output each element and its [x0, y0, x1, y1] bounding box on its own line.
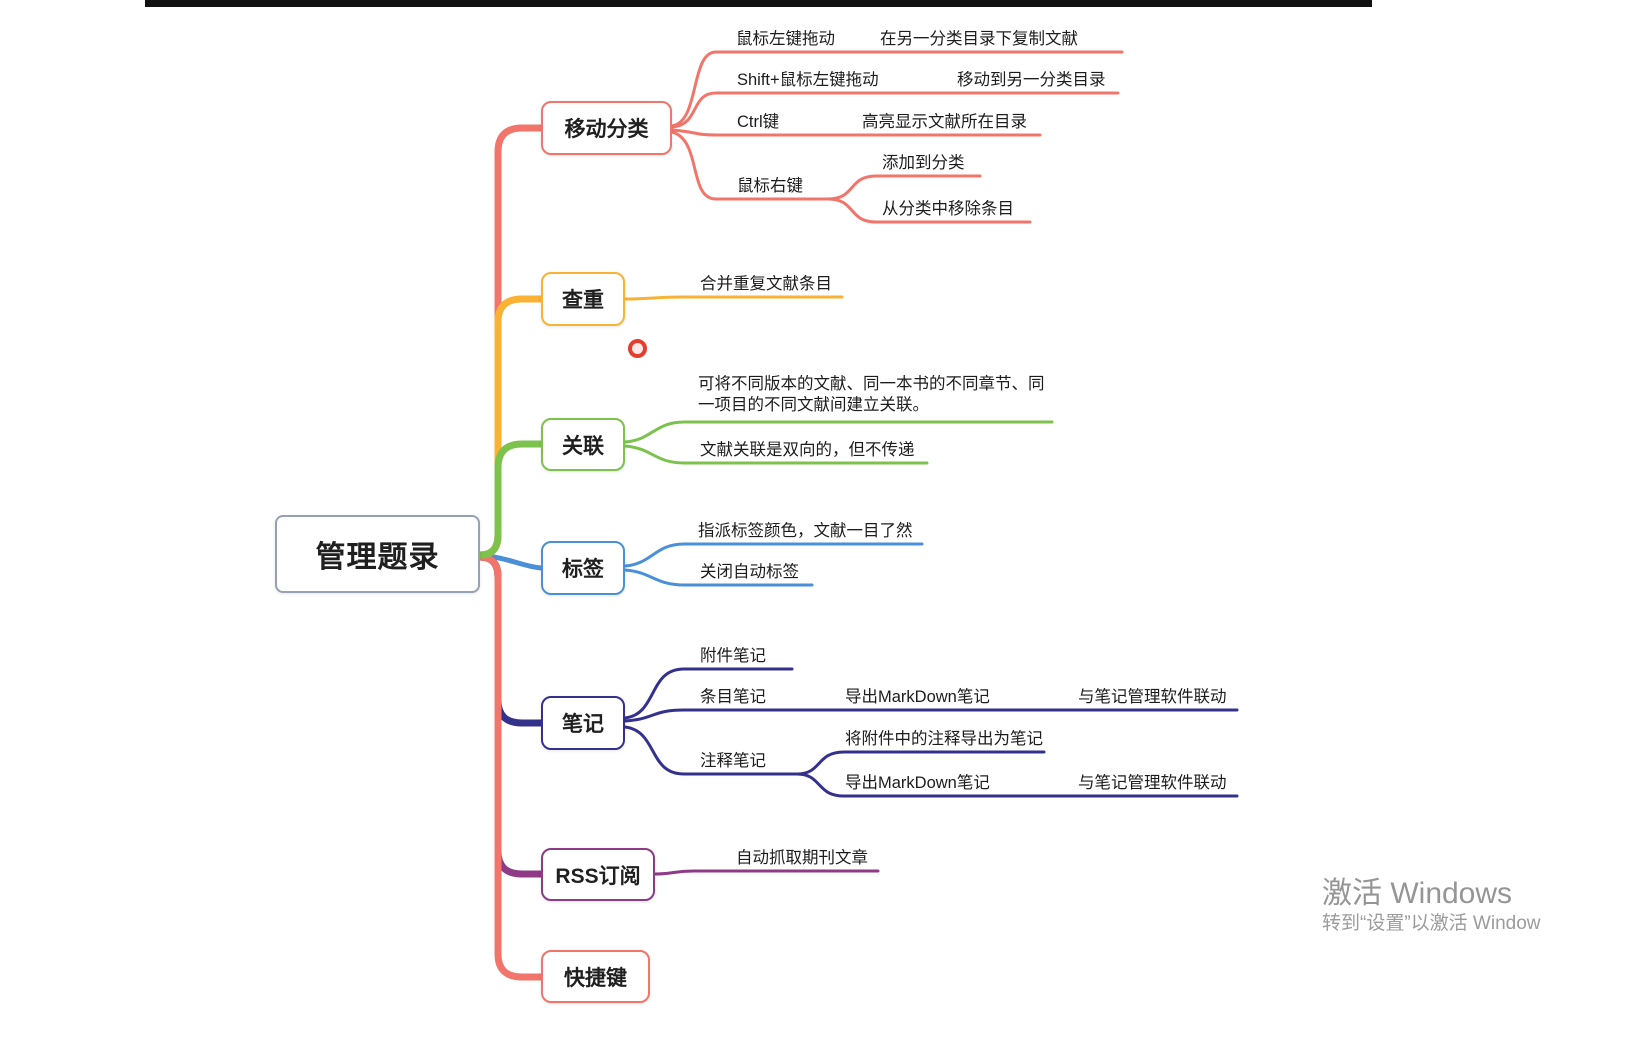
root-topic[interactable]: 管理题录 [275, 515, 480, 593]
leaf-shift-mouse-left-drag[interactable]: Shift+鼠标左键拖动 [737, 71, 879, 89]
leaf-auto-fetch-journal-articles[interactable]: 自动抓取期刊文章 [736, 849, 868, 867]
topic-notes[interactable]: 笔记 [541, 696, 625, 750]
topic-rss-label: RSS订阅 [555, 864, 641, 888]
leaf-export-annotations-as-notes[interactable]: 将附件中的注释导出为笔记 [845, 730, 1043, 748]
leaf-merge-duplicates[interactable]: 合并重复文献条目 [700, 275, 832, 293]
leaf-disable-auto-tags[interactable]: 关闭自动标签 [700, 563, 799, 581]
leaf-mouse-right-click[interactable]: 鼠标右键 [737, 177, 803, 195]
leaf-export-markdown-notes-1[interactable]: 导出MarkDown笔记 [845, 688, 990, 706]
leaf-export-markdown-notes-2[interactable]: 导出MarkDown笔记 [845, 774, 990, 792]
topic-shortcuts-label: 快捷键 [564, 966, 627, 990]
topic-notes-label: 笔记 [562, 713, 604, 736]
leaf-relate-description[interactable]: 可将不同版本的文献、同一本书的不同章节、同一项目的不同文献间建立关联。 [698, 375, 1045, 414]
leaf-relation-bidirectional[interactable]: 文献关联是双向的，但不传递 [700, 441, 915, 459]
topic-tags-label: 标签 [562, 558, 604, 581]
leaf-move-to-other-collection[interactable]: 移动到另一分类目录 [957, 71, 1106, 89]
topic-relate[interactable]: 关联 [541, 418, 625, 471]
connector-branch-shortcuts [476, 553, 545, 981]
leaf-annotation-notes[interactable]: 注释笔记 [700, 752, 766, 770]
topic-dedupe-label: 查重 [562, 289, 604, 312]
windows-activation-watermark-title: 激活 Windows [1322, 877, 1513, 910]
leaf-copy-to-other-collection[interactable]: 在另一分类目录下复制文献 [880, 30, 1078, 48]
connector-branch-relate [476, 420, 1054, 559]
leaf-sync-note-software-1[interactable]: 与笔记管理软件联动 [1078, 688, 1227, 706]
topic-move-category-label: 移动分类 [564, 118, 649, 141]
windows-activation-watermark-subtitle: 转到“设置”以激活 Window [1322, 913, 1541, 934]
leaf-mouse-left-drag[interactable]: 鼠标左键拖动 [736, 30, 835, 48]
leaf-remove-from-collection[interactable]: 从分类中移除条目 [882, 200, 1014, 218]
window-top-border [145, 0, 1372, 7]
leaf-highlight-collection[interactable]: 高亮显示文献所在目录 [862, 113, 1027, 131]
connector-branch-rss [476, 553, 880, 878]
leaf-ctrl-key[interactable]: Ctrl键 [737, 113, 780, 131]
topic-shortcuts[interactable]: 快捷键 [541, 950, 650, 1003]
root-topic-label: 管理题录 [315, 541, 440, 574]
topic-move-category[interactable]: 移动分类 [541, 101, 672, 155]
click-indicator-dot [628, 339, 647, 358]
leaf-add-to-collection[interactable]: 添加到分类 [882, 154, 965, 172]
topic-tags[interactable]: 标签 [541, 541, 625, 595]
topic-rss[interactable]: RSS订阅 [541, 848, 655, 901]
leaf-sync-note-software-2[interactable]: 与笔记管理软件联动 [1078, 774, 1227, 792]
topic-relate-label: 关联 [562, 434, 604, 458]
topic-dedupe[interactable]: 查重 [541, 272, 625, 326]
leaf-tag-colors[interactable]: 指派标签颜色，文献一目了然 [698, 522, 913, 540]
leaf-item-notes[interactable]: 条目笔记 [700, 688, 766, 706]
leaf-attachment-notes[interactable]: 附件笔记 [700, 647, 766, 665]
